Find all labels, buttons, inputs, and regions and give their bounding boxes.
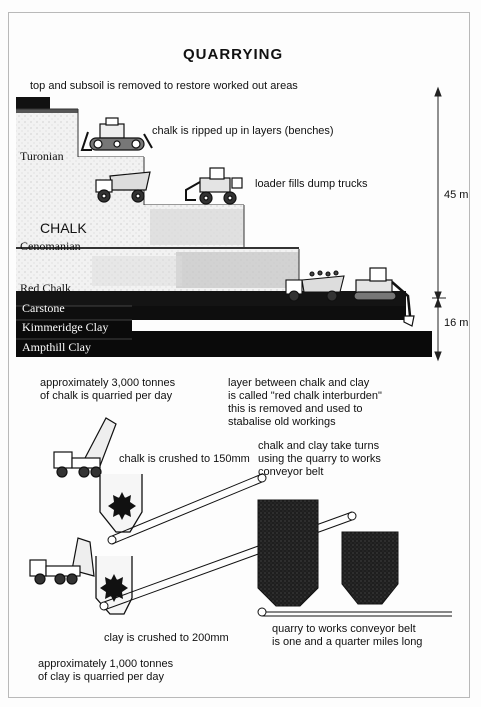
dump-truck-icon — [95, 171, 151, 203]
chalk-crusher-icon — [108, 492, 136, 520]
dimension-45m: 45 m — [444, 189, 469, 201]
stratum-red-chalk: Red Chalk — [20, 281, 71, 295]
stratum-cenomanian: Cenomanian — [20, 239, 81, 253]
subsoil-layer — [16, 109, 78, 113]
clay-crusher-icon — [100, 574, 128, 602]
chalk-store-hopper-icon — [257, 499, 319, 607]
page-title: QUARRYING — [183, 46, 284, 63]
note-turns-1: chalk and clay take turns — [258, 440, 380, 452]
note-interburden-2: is called "red chalk interburden" — [228, 390, 382, 402]
page-frame — [8, 12, 470, 698]
carstone-layer — [16, 291, 406, 306]
stratum-kimmeridge-clay: Kimmeridge Clay — [22, 320, 109, 334]
note-clay-tonnes-1: approximately 1,000 tonnes — [38, 658, 174, 670]
kimmeridge-layer — [16, 306, 406, 320]
stratum-chalk: CHALK — [40, 220, 87, 236]
note-chalk-tonnes-1: approximately 3,000 tonnes — [40, 377, 176, 389]
chalk-tipper-icon — [53, 417, 117, 478]
note-conveyor-1: quarry to works conveyor belt — [272, 623, 416, 635]
note-crush-chalk: chalk is crushed to 150mm — [119, 453, 250, 465]
clay-store-hopper-icon — [341, 531, 399, 605]
stratum-ampthill-clay: Ampthill Clay — [22, 340, 91, 354]
bench-1 — [16, 113, 78, 157]
crushing-section — [29, 417, 452, 617]
note-interburden-4: stabalise old workings — [228, 416, 336, 428]
dimension-16m: 16 m — [444, 317, 469, 329]
clay-truck-icon — [285, 270, 345, 302]
note-turns-3: conveyor belt — [258, 466, 324, 478]
clay-tipper-icon — [29, 537, 95, 585]
note-interburden-1: layer between chalk and clay — [228, 377, 370, 389]
note-loader: loader fills dump trucks — [255, 178, 368, 190]
note-chalk-tonnes-2: of chalk is quarried per day — [40, 390, 173, 402]
bulldozer-icon — [80, 117, 153, 151]
note-ripped: chalk is ripped up in layers (benches) — [152, 125, 334, 137]
note-clay-tonnes-2: of clay is quarried per day — [38, 671, 164, 683]
stratum-carstone: Carstone — [22, 301, 65, 315]
dimension-markers — [432, 86, 446, 362]
loader-icon — [185, 167, 243, 205]
excavator-icon — [353, 267, 415, 327]
note-crush-clay: clay is crushed to 200mm — [104, 632, 229, 644]
note-interburden-3: this is removed and used to — [228, 403, 363, 415]
note-turns-2: using the quarry to works — [258, 453, 381, 465]
note-topsoil: top and subsoil is removed to restore wo… — [30, 80, 298, 92]
topsoil-layer — [16, 97, 50, 109]
quarry-cross-section — [16, 97, 432, 357]
stratum-turonian: Turonian — [20, 149, 64, 163]
ampthill-layer — [132, 331, 432, 357]
note-conveyor-2: is one and a quarter miles long — [272, 636, 423, 648]
